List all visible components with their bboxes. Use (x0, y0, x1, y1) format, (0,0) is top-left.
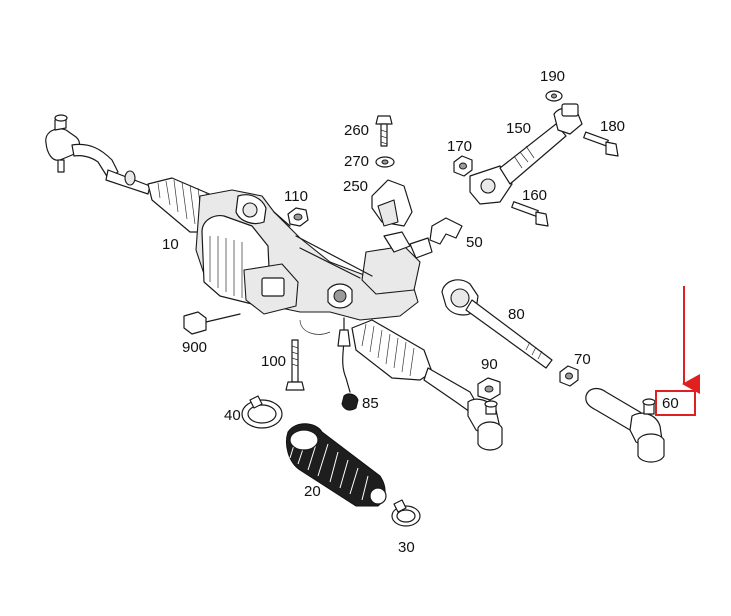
nut-110 (287, 207, 309, 227)
part-label-150: 150 (506, 120, 532, 137)
intermediate-steering-shaft-150 (469, 103, 583, 205)
washer-190 (545, 90, 563, 102)
part-label-85: 85 (362, 395, 379, 412)
highlight-box-60 (655, 390, 696, 416)
part-label-20: 20 (304, 483, 321, 500)
clip-50 (429, 217, 463, 245)
part-label-50: 50 (466, 234, 483, 251)
right-tie-rod-end-assembled (423, 367, 503, 451)
part-label-100: 100 (261, 353, 287, 370)
steering-rack-housing (195, 189, 433, 335)
nut-170 (453, 155, 473, 177)
part-label-110: 110 (284, 188, 308, 205)
bolt-160 (511, 201, 549, 227)
bolt-100 (285, 339, 305, 391)
part-label-160: 160 (522, 187, 548, 204)
part-label-30: 30 (398, 539, 415, 556)
bracket-900 (183, 311, 241, 335)
part-label-270: 270 (344, 153, 370, 170)
part-label-40: 40 (224, 407, 241, 424)
outer-tie-rod-end-60 (585, 387, 665, 463)
part-label-900: 900 (182, 339, 208, 356)
right-bellows-boot (351, 319, 433, 381)
part-label-260: 260 (344, 122, 370, 139)
bellows-boot-20 (286, 423, 387, 507)
part-label-170: 170 (447, 138, 473, 155)
inner-tie-rod-80 (441, 279, 553, 369)
part-label-60: 60 (662, 395, 679, 412)
part-label-10: 10 (162, 236, 179, 253)
part-label-80: 80 (508, 306, 525, 323)
part-label-190: 190 (540, 68, 566, 85)
washer-270 (375, 156, 395, 168)
part-label-70: 70 (574, 351, 591, 368)
sensor-cable-85 (337, 317, 359, 411)
part-label-90: 90 (481, 356, 498, 373)
clamp-40 (241, 395, 283, 429)
support-bracket-250 (371, 179, 413, 227)
part-label-180: 180 (600, 118, 626, 135)
left-tie-rod-end (45, 114, 151, 195)
bolt-180 (583, 131, 619, 157)
clamp-30 (391, 499, 421, 527)
nut-70 (559, 365, 579, 387)
bolt-260 (375, 115, 393, 147)
nut-90 (477, 377, 501, 401)
part-label-250: 250 (343, 178, 369, 195)
